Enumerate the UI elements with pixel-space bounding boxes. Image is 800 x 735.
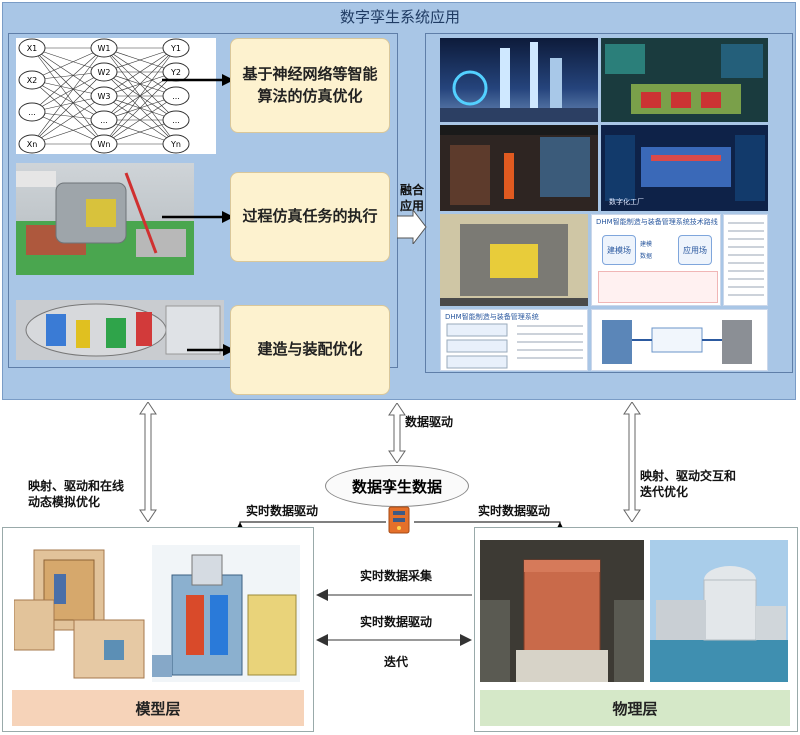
- system-title: DHM智能制造与装备管理系统: [445, 313, 539, 321]
- management-system-diagram: DHM智能制造与装备管理系统: [440, 309, 588, 371]
- label-nn-simulation: 基于神经网络等智能算法的仿真优化: [230, 38, 390, 133]
- collect-arrow: [316, 589, 472, 601]
- svg-text:X2: X2: [27, 76, 38, 85]
- route-step-1: 建模: [640, 241, 653, 248]
- nn-node: Xn: [18, 134, 46, 154]
- center-double-arrow: [388, 403, 406, 463]
- center-data-driven-label: 数据驱动: [405, 415, 454, 429]
- nn-node: Wn: [90, 134, 118, 154]
- technical-route-diagram: DHM智能制造与装备管理系统技术路线 建模场 应用场 建模 数据: [591, 214, 721, 306]
- nn-node: W2: [90, 62, 118, 82]
- svg-text:Y1: Y1: [170, 44, 181, 53]
- drive-iterate-arrow: [316, 634, 472, 646]
- svg-text:Y2: Y2: [170, 68, 181, 77]
- reactor-model-image: [14, 540, 146, 680]
- nuclear-plant-photo: [650, 540, 788, 682]
- label-assembly-optimization: 建造与装配优化: [230, 305, 390, 395]
- nn-node: Y1: [162, 38, 190, 58]
- screenshot-caption: 数字化工厂: [609, 198, 644, 206]
- fusion-label: 融合 应用: [399, 183, 424, 214]
- drive-label: 实时数据驱动: [359, 615, 432, 629]
- server-icon: [388, 506, 410, 534]
- svg-text:...: ...: [172, 116, 180, 125]
- svg-text:...: ...: [100, 116, 108, 125]
- left-mapping-label: 映射、驱动和在线 动态模拟优化: [28, 479, 125, 510]
- application-screenshots-group: [425, 33, 793, 373]
- left-double-arrow: [139, 402, 157, 522]
- nn-node: Yn: [162, 134, 190, 154]
- arrow-assembly-right: [187, 344, 235, 356]
- right-realtime-label: 实时数据驱动: [478, 504, 551, 518]
- right-double-arrow: [623, 402, 641, 522]
- text-column: [723, 214, 768, 306]
- panel-title: 数字孪生系统应用: [339, 8, 460, 26]
- nn-node: ...: [18, 102, 46, 122]
- assembly-optimization-image: [16, 300, 224, 360]
- label-process-simulation: 过程仿真任务的执行: [230, 172, 390, 262]
- svg-text:Xn: Xn: [27, 140, 38, 149]
- svg-text:W1: W1: [98, 44, 111, 53]
- collect-label: 实时数据采集: [359, 569, 432, 583]
- physical-layer-label: 物理层: [480, 690, 790, 726]
- app-screenshot-dashboard-1: [601, 38, 768, 122]
- twin-data-ellipse: 数据孪生数据: [325, 465, 469, 507]
- svg-text:Yn: Yn: [170, 140, 181, 149]
- route-detail: [598, 271, 718, 303]
- svg-text:X1: X1: [27, 44, 38, 53]
- equipment-model-diagram: [591, 309, 768, 371]
- app-screenshot-refinery: [440, 38, 598, 122]
- app-screenshot-dashboard-2: 数字化工厂: [601, 125, 768, 211]
- reactor-construction-photo: [480, 540, 644, 682]
- svg-text:W2: W2: [98, 68, 111, 77]
- nn-node: X2: [18, 70, 46, 90]
- arrow-nn-right: [162, 74, 234, 86]
- arrow-process-right: [162, 211, 234, 223]
- iterate-label: 迭代: [383, 655, 408, 669]
- route-step-2: 数据: [640, 253, 653, 260]
- model-layer-label: 模型层: [12, 690, 304, 726]
- nn-node: W1: [90, 38, 118, 58]
- svg-text:...: ...: [172, 92, 180, 101]
- nn-node: ...: [162, 86, 190, 106]
- left-realtime-label: 实时数据驱动: [246, 504, 319, 518]
- app-screenshot-robot-cell: [440, 125, 598, 211]
- fusion-arrow: [397, 210, 427, 244]
- nn-node: ...: [90, 110, 118, 130]
- simulation-group: [8, 33, 398, 368]
- svg-text:Wn: Wn: [98, 140, 111, 149]
- plant-cutaway-image: [152, 545, 300, 682]
- route-title: DHM智能制造与装备管理系统技术路线: [596, 218, 718, 226]
- nn-node: X1: [18, 38, 46, 58]
- right-mapping-label: 映射、驱动交互和 迭代优化: [640, 469, 737, 500]
- nn-node: ...: [162, 110, 190, 130]
- svg-text:...: ...: [28, 108, 36, 117]
- process-simulation-image: [16, 163, 194, 275]
- route-header-2: 应用场: [678, 235, 712, 265]
- route-header-1: 建模场: [602, 235, 636, 265]
- nn-node: W3: [90, 86, 118, 106]
- svg-text:W3: W3: [98, 92, 111, 101]
- app-screenshot-assembly-hall: [440, 214, 588, 306]
